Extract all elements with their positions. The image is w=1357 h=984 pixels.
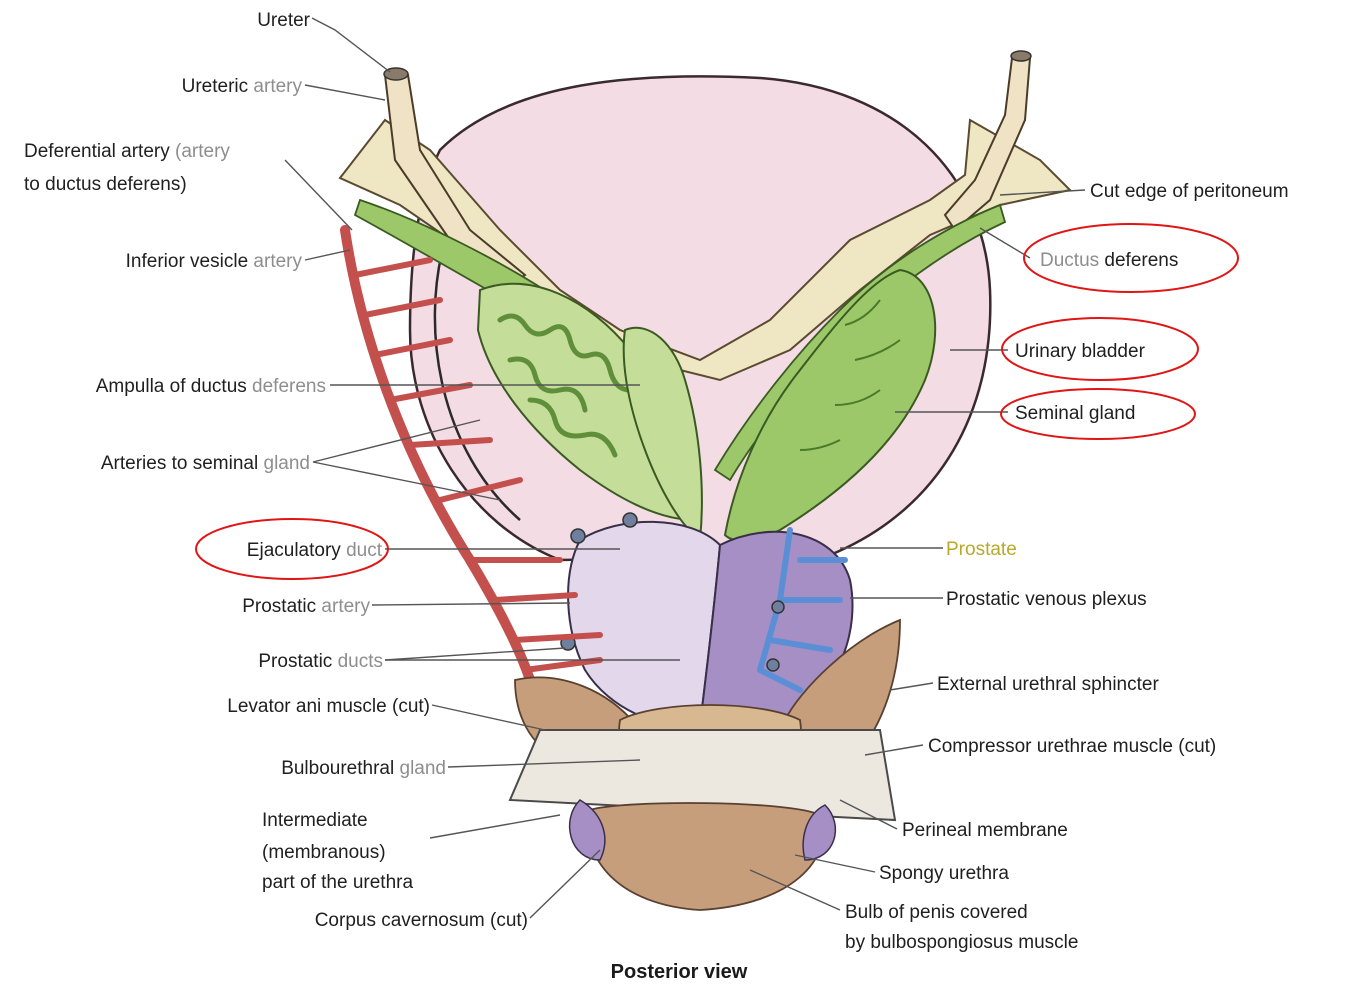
right-ureter-opening [1011, 51, 1031, 61]
label-corpus-cavernosum: Corpus cavernosum (cut) [315, 910, 528, 931]
label-compressor-urethrae-muscle: Compressor urethrae muscle (cut) [928, 736, 1216, 757]
label-ureter: Ureter [257, 10, 310, 31]
label-external-urethral-sphincter: External urethral sphincter [937, 674, 1159, 695]
label-deferential-artery-line2: to ductus deferens) [24, 174, 187, 195]
label-ductus-deferens: Ductus deferens [1040, 250, 1178, 271]
nodule [623, 513, 637, 527]
label-urinary-bladder: Urinary bladder [1015, 341, 1146, 362]
label-prostatic-venous-plexus: Prostatic venous plexus [946, 589, 1147, 610]
nodule [767, 659, 779, 671]
caption-posterior-view: Posterior view [611, 961, 748, 983]
nodule [571, 529, 585, 543]
label-prostatic-ducts: Prostatic ducts [258, 651, 383, 672]
label-prostatic-artery: Prostatic artery [242, 596, 370, 617]
label-ejaculatory-duct: Ejaculatory duct [247, 540, 383, 561]
label-bulbourethral-gland: Bulbourethral gland [281, 758, 446, 779]
label-inferior-vesicle-artery: Inferior vesicle artery [126, 251, 303, 272]
label-perineal-membrane: Perineal membrane [902, 820, 1068, 841]
label-levator-ani-muscle: Levator ani muscle (cut) [227, 696, 430, 717]
illustration [340, 51, 1070, 910]
label-intermediate-urethra-line1: Intermediate [262, 810, 368, 831]
label-intermediate-urethra-line2: (membranous) [262, 842, 386, 863]
label-cut-edge-of-peritoneum: Cut edge of peritoneum [1090, 181, 1289, 202]
label-intermediate-urethra-line3: part of the urethra [262, 872, 413, 893]
label-ureteric-artery: Ureteric artery [182, 76, 303, 97]
label-prostate: Prostate [946, 539, 1017, 560]
label-deferential-artery: Deferential artery (artery [24, 141, 230, 162]
label-ampulla-of-ductus-deferens: Ampulla of ductus deferens [96, 376, 326, 397]
label-bulb-of-penis-line1: Bulb of penis covered [845, 902, 1028, 923]
label-arteries-to-seminal-gland: Arteries to seminal gland [101, 453, 310, 474]
label-seminal-gland: Seminal gland [1015, 403, 1135, 424]
nodule [772, 601, 784, 613]
label-bulb-of-penis-line2: by bulbospongiosus muscle [845, 932, 1078, 953]
label-spongy-urethra: Spongy urethra [879, 863, 1009, 884]
bulb-of-penis-shape [588, 803, 822, 910]
